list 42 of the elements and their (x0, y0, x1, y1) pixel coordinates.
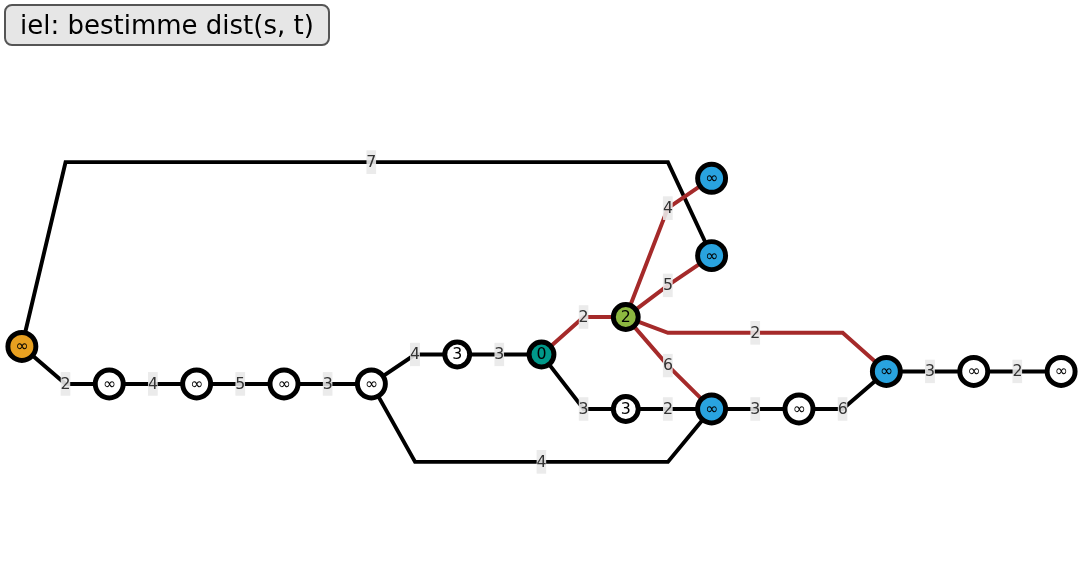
edge-label: 4 (147, 374, 158, 393)
node-circle: ∞ (180, 367, 214, 401)
edge-label: 6 (837, 399, 848, 418)
edge-label: 3 (750, 399, 761, 418)
edge-label: 4 (410, 344, 421, 364)
node-circle: 3 (610, 394, 641, 424)
edge-label: 2 (1012, 361, 1023, 381)
edge-label: 5 (662, 275, 673, 295)
edge-label: 4 (662, 198, 673, 217)
node-circle: ∞ (1044, 355, 1078, 388)
node-circle: ∞ (869, 355, 903, 388)
node-circle: 2 (610, 302, 641, 332)
node-circle: ∞ (267, 367, 301, 401)
connector (636, 319, 878, 364)
edge-label: 3 (322, 374, 333, 393)
edge-label: 2 (750, 322, 761, 342)
node-circle: ∞ (695, 239, 729, 273)
edge-label: 3 (578, 399, 589, 418)
edge-label: 5 (235, 374, 246, 393)
node-circle: ∞ (782, 392, 816, 426)
node-circle: 0 (526, 339, 557, 370)
node-circle: ∞ (92, 367, 126, 401)
node-circle: ∞ (5, 329, 39, 363)
node-circle: ∞ (957, 355, 991, 388)
edge-label: 7 (366, 152, 377, 171)
edge-label: 3 (494, 344, 505, 364)
connector (634, 261, 702, 312)
edge-label: 2 (578, 307, 589, 326)
connector (632, 325, 704, 401)
node-circle: ∞ (695, 161, 729, 195)
edge-label: 2 (662, 399, 673, 418)
connector (628, 184, 702, 307)
connector (23, 160, 708, 334)
edge-label: 3 (925, 361, 936, 381)
edge-label: 2 (60, 374, 71, 393)
node-circle: 3 (442, 339, 473, 370)
node-circle: ∞ (354, 367, 388, 401)
title: iel: bestimme dist(s, t) (4, 4, 330, 46)
node-circle: ∞ (695, 392, 729, 426)
connector (376, 395, 705, 464)
edge-label: 6 (662, 355, 673, 375)
edge-label: 4 (536, 452, 547, 471)
